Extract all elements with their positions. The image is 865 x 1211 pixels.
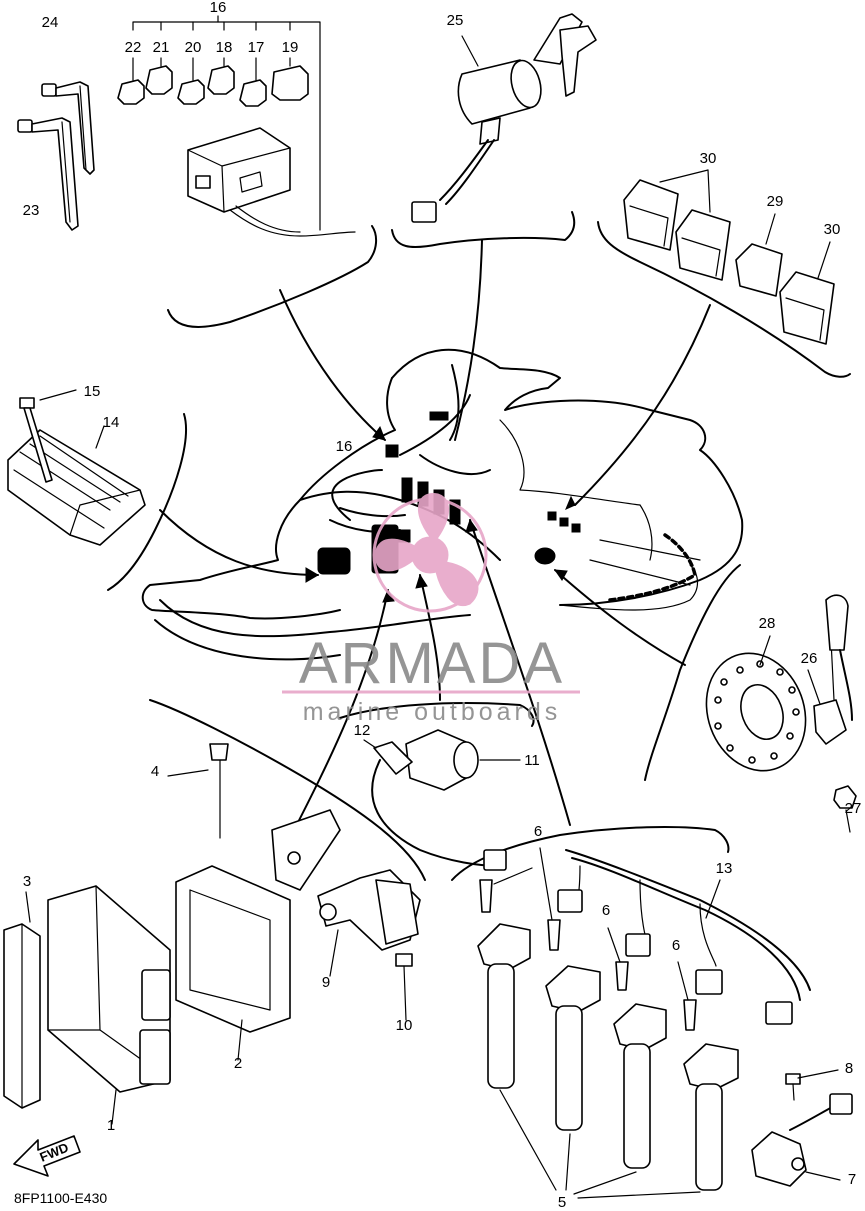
coil-1 bbox=[477, 923, 531, 1089]
callout-c6c: 6 bbox=[672, 937, 680, 954]
ecu-assembly bbox=[3, 743, 341, 1125]
rectifier-regulator-14 bbox=[7, 389, 146, 546]
callout-c8: 8 bbox=[845, 1060, 853, 1077]
sensor-7 bbox=[751, 1069, 853, 1187]
coil-2 bbox=[545, 965, 601, 1131]
callout-c9: 9 bbox=[322, 974, 330, 991]
callout-c28: 28 bbox=[759, 615, 776, 632]
rotor-assembly bbox=[705, 594, 857, 833]
main-switch-25 bbox=[411, 13, 597, 223]
sensor-9 bbox=[317, 869, 421, 1021]
snowmobile-outline bbox=[141, 348, 744, 661]
callout-c6a: 6 bbox=[534, 823, 542, 840]
callout-c10: 10 bbox=[396, 1017, 413, 1034]
watermark: ARMADA marine outboards bbox=[282, 493, 580, 726]
callout-c23: 23 bbox=[23, 202, 40, 219]
callout-c30b: 30 bbox=[824, 221, 841, 238]
callout-c7: 7 bbox=[848, 1171, 856, 1188]
callout-c25: 25 bbox=[447, 12, 464, 29]
sensor-11-12 bbox=[363, 729, 521, 871]
callout-c16a: 16 bbox=[210, 0, 227, 16]
callout-c27: 27 bbox=[845, 800, 862, 817]
drawing-code: 8FP1100-E430 bbox=[14, 1190, 107, 1206]
group-frames bbox=[107, 211, 851, 881]
cable-tie-24 bbox=[41, 81, 95, 175]
callout-c14: 14 bbox=[103, 414, 120, 431]
callout-c3: 3 bbox=[23, 873, 31, 890]
callout-c22: 22 bbox=[125, 39, 142, 56]
callout-c17: 17 bbox=[248, 39, 265, 56]
propeller-logo-icon bbox=[372, 493, 488, 613]
callout-c13: 13 bbox=[716, 860, 733, 877]
fuse-set bbox=[117, 15, 356, 237]
callout-c29: 29 bbox=[767, 193, 784, 210]
callout-c21: 21 bbox=[153, 39, 170, 56]
callout-c18: 18 bbox=[216, 39, 233, 56]
callout-c2: 2 bbox=[234, 1055, 242, 1072]
sub-harness-13 bbox=[557, 849, 811, 1025]
relay-set bbox=[623, 169, 835, 345]
callout-c1: 1 bbox=[107, 1117, 115, 1134]
callout-c4: 4 bbox=[151, 763, 159, 780]
fwd-arrow-icon: FWD bbox=[13, 1135, 81, 1177]
callout-c30a: 30 bbox=[700, 150, 717, 167]
callout-c12: 12 bbox=[354, 722, 371, 739]
callout-c20: 20 bbox=[185, 39, 202, 56]
watermark-subtitle: marine outboards bbox=[303, 698, 562, 726]
coil-4 bbox=[683, 1043, 739, 1191]
cable-tie-23 bbox=[17, 117, 79, 231]
callout-c5: 5 bbox=[558, 1194, 566, 1211]
callout-c11: 11 bbox=[524, 752, 540, 769]
callout-c6b: 6 bbox=[602, 902, 610, 919]
callout-c16b: 16 bbox=[336, 438, 353, 455]
coil-3 bbox=[613, 1003, 667, 1169]
callout-c24: 24 bbox=[42, 14, 59, 31]
ignition-coils bbox=[477, 847, 739, 1199]
callout-c19: 19 bbox=[282, 39, 299, 56]
watermark-title: ARMADA bbox=[299, 631, 565, 696]
callout-c26: 26 bbox=[801, 650, 818, 667]
callout-c15: 15 bbox=[84, 383, 101, 400]
